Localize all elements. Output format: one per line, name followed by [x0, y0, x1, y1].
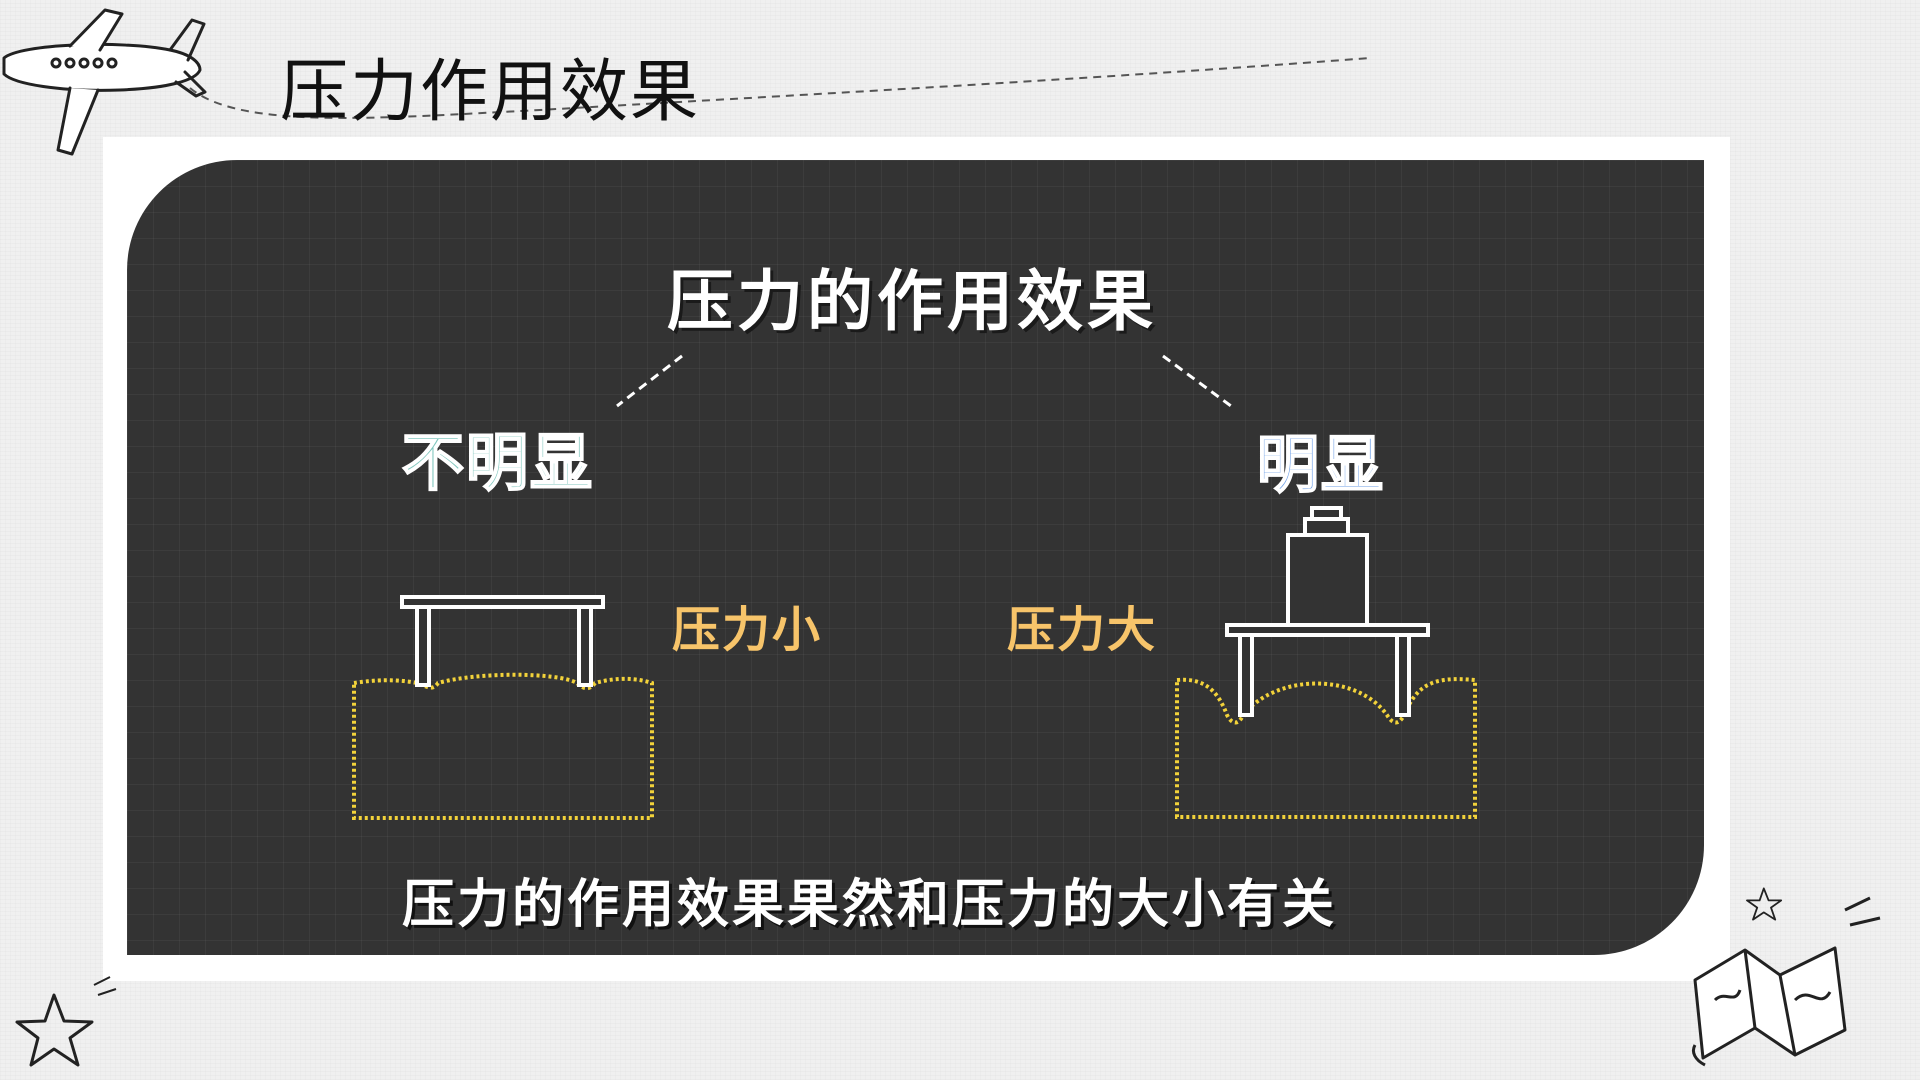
- slide-title: 压力作用效果: [280, 53, 701, 132]
- label-small-force: 压力小: [672, 602, 823, 658]
- label-large-force: 压力大: [1007, 602, 1158, 658]
- connector-left: [616, 354, 683, 408]
- board-drawing: [352, 354, 1477, 820]
- label-not-obvious: 不明显: [401, 425, 595, 500]
- board-heading: 压力的作用效果: [667, 263, 1157, 340]
- weight-block: [1286, 506, 1369, 627]
- sponge-right: [1175, 677, 1477, 819]
- chalkboard-illustration: 压力的作用效果 不明显 明显 压力小 压力大 压力的作用效果果然和压力的大小有关: [127, 160, 1704, 955]
- connector-right: [1162, 354, 1232, 408]
- map-icon: [1691, 887, 1881, 1067]
- sponge-left: [352, 672, 654, 820]
- airplane-icon: [2, 8, 207, 156]
- table-left: [400, 595, 605, 687]
- flight-path-line: [189, 57, 1371, 119]
- subtitle-caption: 压力的作用效果果然和压力的大小有关: [402, 875, 1338, 935]
- label-obvious: 明显: [1256, 427, 1386, 502]
- star-icon: [15, 976, 117, 1067]
